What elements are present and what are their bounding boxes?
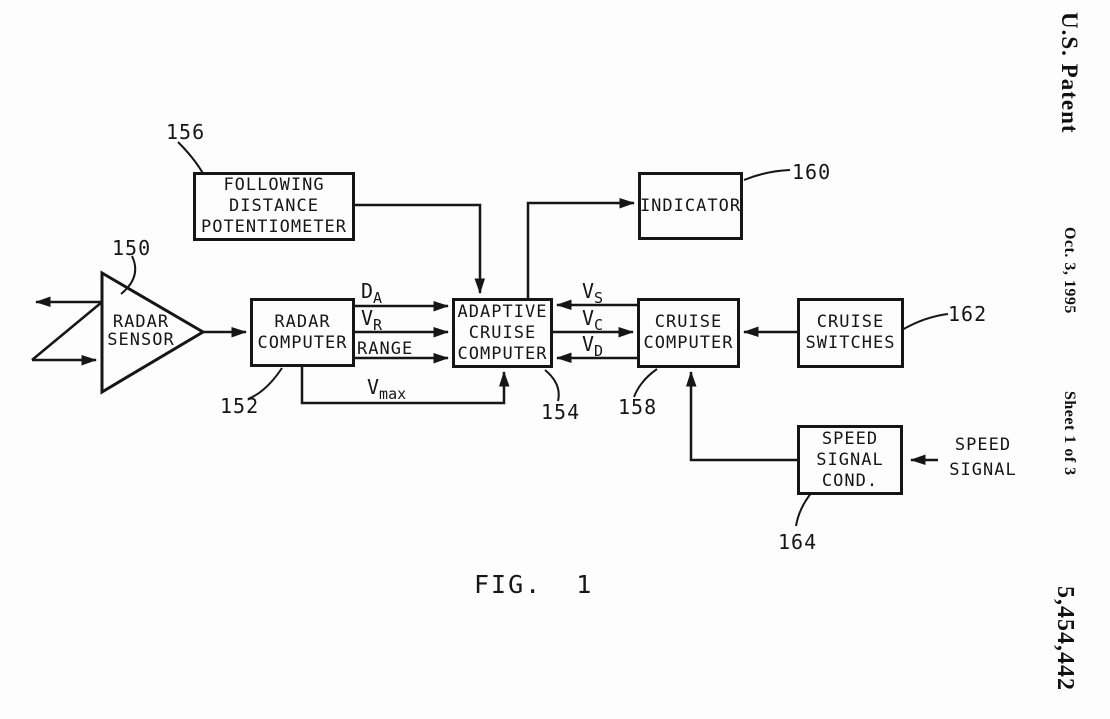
signal-label-da: DA (361, 279, 382, 307)
ref-158: 158 (618, 395, 658, 419)
box-label-line: COND. (821, 470, 879, 491)
patent-header-sheet: Sheet 1 of 3 (1061, 391, 1078, 476)
leader-158 (633, 368, 658, 398)
box-following-distance-potentiometer: FOLLOWING DISTANCE POTENTIOMETER (193, 172, 355, 241)
box-indicator: INDICATOR (638, 172, 743, 240)
signal-label-vd: VD (582, 332, 603, 360)
box-label-line: SENSOR (107, 330, 175, 350)
signal-main: V (361, 306, 374, 330)
ref-160: 160 (792, 160, 832, 184)
wave-reflection-line (31, 301, 103, 361)
figure-caption: FIG. 1 (474, 570, 594, 599)
signal-main: V (582, 279, 595, 303)
box-label-line: SIGNAL (816, 449, 884, 470)
signal-main: V (582, 306, 595, 330)
leader-160 (743, 169, 791, 181)
ref-150: 150 (112, 236, 152, 260)
speed-signal-line: SPEED (954, 435, 1012, 455)
ref-152: 152 (220, 394, 260, 418)
vmax-arrow (300, 367, 510, 405)
box-label-line: FOLLOWING (223, 175, 325, 195)
box-label-line: POTENTIOMETER (200, 217, 348, 237)
box-cruise-switches: CRUISE SWITCHES (797, 298, 904, 368)
leader-162 (901, 313, 949, 331)
speedcond-to-cruise-arrow (686, 371, 797, 462)
signal-subscript: max (379, 385, 407, 403)
box-label-line: SPEED (821, 428, 879, 449)
ref-164: 164 (778, 530, 818, 554)
leader-154 (544, 369, 560, 402)
signal-label-vr: VR (361, 306, 382, 334)
patent-header-publisher: U.S. Patent (1057, 12, 1082, 134)
patent-header-number: 5,454,442 (1052, 586, 1078, 691)
radar-sensor-triangle (100, 270, 206, 395)
potentiometer-to-adaptive-arrow (355, 203, 485, 294)
signal-label-vs: VS (582, 279, 603, 307)
signal-subscript: C (594, 316, 604, 334)
signal-subscript: D (594, 342, 604, 360)
leader-164 (795, 491, 813, 527)
box-label-line: COMPUTER (257, 332, 348, 353)
box-label-line: RADAR (274, 311, 331, 332)
adaptive-to-indicator-arrow (526, 198, 635, 298)
box-label-line: CRUISE (468, 322, 537, 343)
box-label-line: COMPUTER (643, 333, 734, 353)
box-label-line: ADAPTIVE (457, 301, 548, 322)
signal-subscript: A (373, 289, 383, 307)
signal-subscript: S (594, 289, 604, 307)
signal-main: V (367, 375, 380, 399)
box-label-line: RADAR (112, 312, 170, 332)
ref-162: 162 (948, 302, 988, 326)
box-label-line: COMPUTER (457, 343, 548, 364)
box-label-line: SWITCHES (805, 333, 896, 353)
box-label-line: CRUISE (816, 312, 885, 332)
signal-label-vmax: Vmax (367, 375, 406, 403)
patent-header-date: Oct. 3, 1995 (1061, 227, 1078, 314)
box-radar-computer: RADAR COMPUTER (250, 298, 355, 367)
speed-signal-input-label: SPEED SIGNAL (944, 433, 1022, 483)
box-cruise-computer: CRUISE COMPUTER (637, 298, 740, 368)
signal-main: V (582, 332, 595, 356)
box-speed-signal-cond: SPEED SIGNAL COND. (797, 425, 903, 495)
ref-154: 154 (541, 400, 581, 424)
leader-150 (120, 255, 137, 295)
speed-signal-line: SIGNAL (949, 460, 1017, 480)
box-label-line: CRUISE (654, 312, 723, 332)
signal-main: D (361, 279, 374, 303)
box-label-line: DISTANCE (229, 196, 319, 216)
radar-sensor-label: RADAR SENSOR (103, 313, 179, 349)
ref-156: 156 (166, 120, 206, 144)
leader-152 (247, 367, 283, 400)
signal-label-vc: VC (582, 306, 603, 334)
signal-subscript: R (373, 316, 383, 334)
box-adaptive-cruise-computer: ADAPTIVE CRUISE COMPUTER (452, 298, 553, 368)
signal-label-range: RANGE (357, 339, 414, 359)
box-label-line: INDICATOR (639, 195, 742, 216)
